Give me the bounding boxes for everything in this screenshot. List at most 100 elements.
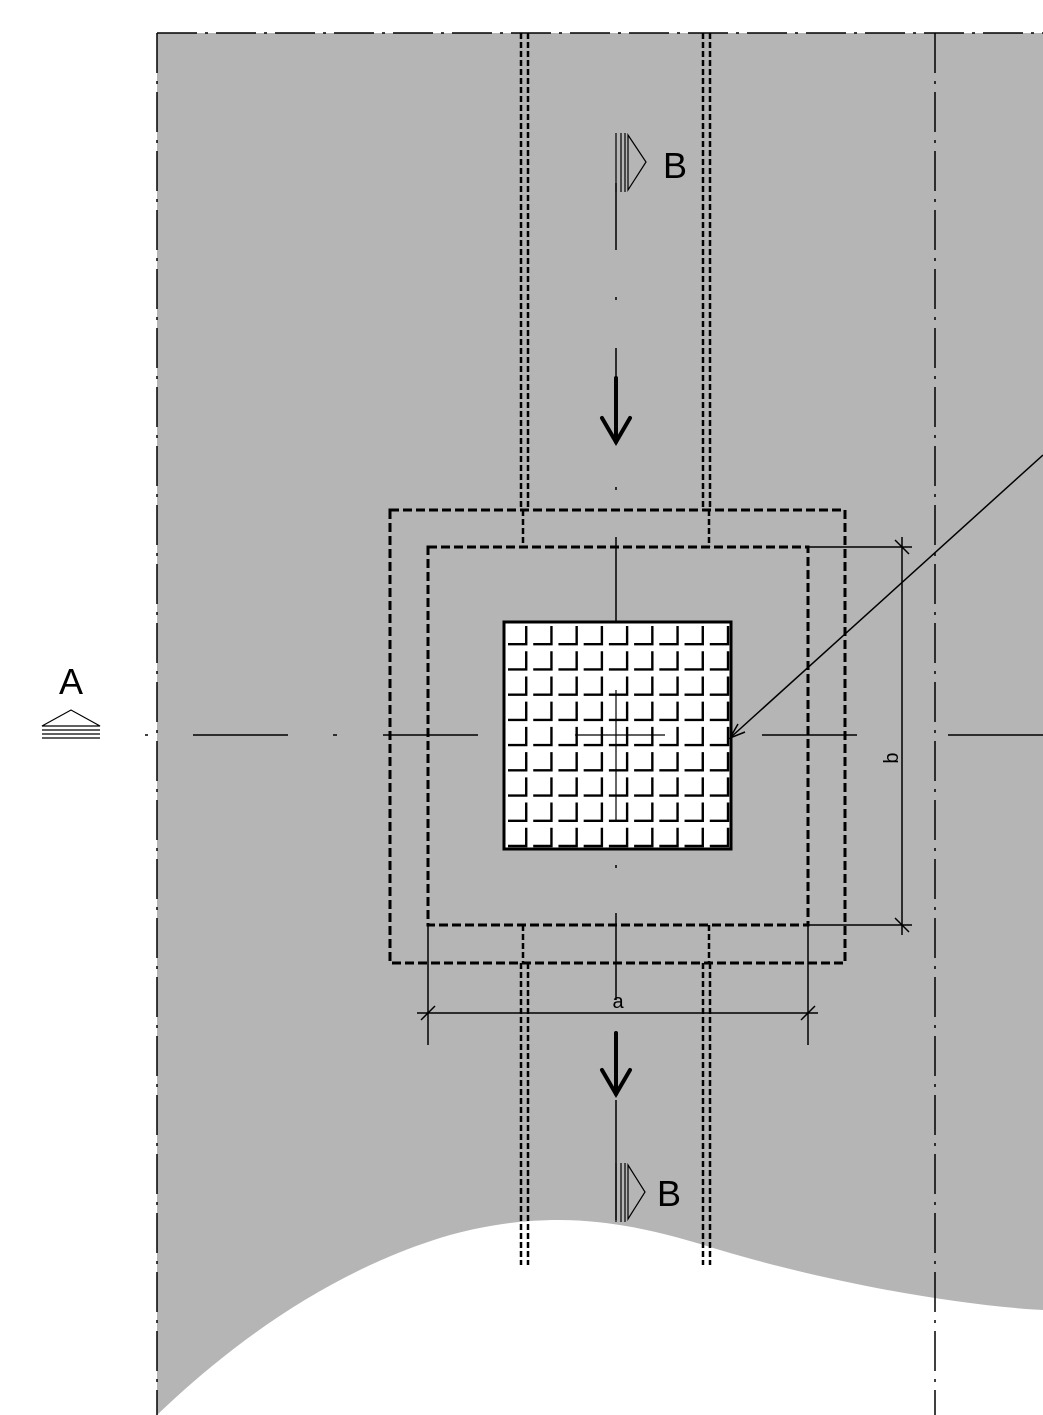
grate-bar	[533, 802, 553, 822]
grate-bar	[709, 676, 730, 696]
grate-bar	[709, 701, 730, 722]
grate-bar	[709, 752, 730, 772]
grate-bar	[659, 777, 679, 797]
inner-chamber-outline	[426, 545, 810, 927]
section-a-label: A	[59, 661, 83, 702]
grate-bar	[533, 752, 553, 772]
section-b-top-label: B	[663, 145, 687, 186]
dimension-b-label: b	[881, 752, 903, 763]
grate-bar	[608, 701, 629, 722]
grate-bar	[608, 626, 629, 646]
grate-bar	[634, 626, 654, 646]
grate-bar	[709, 802, 730, 822]
grate-bar	[508, 802, 528, 822]
grate-bar	[634, 827, 654, 848]
grate-bar	[684, 651, 704, 671]
grate-bar	[684, 777, 704, 797]
grate-bar	[583, 752, 604, 772]
grate-bar	[684, 802, 704, 822]
grate-bar	[634, 752, 654, 772]
grate-bar	[659, 827, 679, 848]
grate-bar	[634, 701, 654, 722]
boundary-lines	[156, 32, 1043, 1415]
section-b-bottom-label: B	[657, 1173, 681, 1214]
grate-bar	[684, 626, 704, 646]
grate-bar	[533, 726, 553, 747]
grate-bar	[634, 676, 654, 696]
drain-grate	[502, 620, 733, 851]
grate-bar	[533, 701, 553, 722]
dimension-a-label: a	[612, 991, 624, 1013]
dimension-a	[417, 925, 818, 1045]
grate-bar	[508, 827, 528, 848]
grate-bar	[608, 726, 629, 747]
grate-bar	[508, 676, 528, 696]
grate-bar	[583, 676, 604, 696]
grate-bar	[558, 626, 578, 646]
grate-bar	[608, 802, 629, 822]
grate-bar	[583, 701, 604, 722]
grate-bar	[709, 626, 730, 646]
grate-bar	[659, 626, 679, 646]
grate-bar	[684, 827, 704, 848]
grate-bar	[508, 726, 528, 747]
grate-bar	[659, 676, 679, 696]
grate-bar	[583, 777, 604, 797]
grate-bar	[659, 726, 679, 747]
grate-bar	[558, 651, 578, 671]
grate-bar	[709, 651, 730, 671]
grate-bar	[583, 726, 604, 747]
grate-bar	[558, 701, 578, 722]
grate-bar	[709, 726, 730, 747]
grate-bar	[508, 651, 528, 671]
grate-bar	[558, 777, 578, 797]
section-b-bottom-marker	[615, 1162, 646, 1222]
grate-bar	[558, 802, 578, 822]
grate-bar	[583, 626, 604, 646]
grate-bar	[583, 802, 604, 822]
dimension-b	[808, 537, 912, 935]
grate-bar	[558, 827, 578, 848]
grate-bar	[709, 777, 730, 797]
grate-bar	[508, 777, 528, 797]
grate-bar	[608, 752, 629, 772]
grate-bar	[533, 777, 553, 797]
grate-bar	[659, 802, 679, 822]
grate-bar	[709, 827, 730, 848]
grate-bar	[608, 827, 629, 848]
grate-bar	[583, 651, 604, 671]
grate-bar	[684, 676, 704, 696]
section-a-marker	[41, 709, 101, 739]
grate-bar	[558, 726, 578, 747]
grate-bar	[533, 651, 553, 671]
flow-arrow-bottom	[600, 1031, 632, 1098]
channel-connectors	[521, 510, 711, 963]
grate-bar	[508, 752, 528, 772]
grate-bar	[684, 726, 704, 747]
grate-bar	[558, 676, 578, 696]
grate-bar	[684, 752, 704, 772]
section-b-top-marker	[615, 133, 647, 193]
grate-bar	[659, 701, 679, 722]
grate-bar	[533, 626, 553, 646]
grate-bar	[659, 651, 679, 671]
grate-bar	[533, 827, 553, 848]
grate-bar	[608, 777, 629, 797]
grate-bar	[659, 752, 679, 772]
grate-bar	[508, 626, 528, 646]
grate-bar	[634, 802, 654, 822]
leader-arrow	[728, 454, 1043, 740]
grate-bar	[634, 777, 654, 797]
grate-bar	[533, 676, 553, 696]
grate-bar	[558, 752, 578, 772]
grate-bar	[583, 827, 604, 848]
grate-bar	[634, 651, 654, 671]
grate-bar	[608, 651, 629, 671]
grate-bar	[634, 726, 654, 747]
grate-bar	[608, 676, 629, 696]
flow-arrow-top	[600, 376, 632, 446]
outer-chamber-outline	[388, 508, 847, 965]
channel-top	[519, 33, 712, 510]
grate-bar	[684, 701, 704, 722]
